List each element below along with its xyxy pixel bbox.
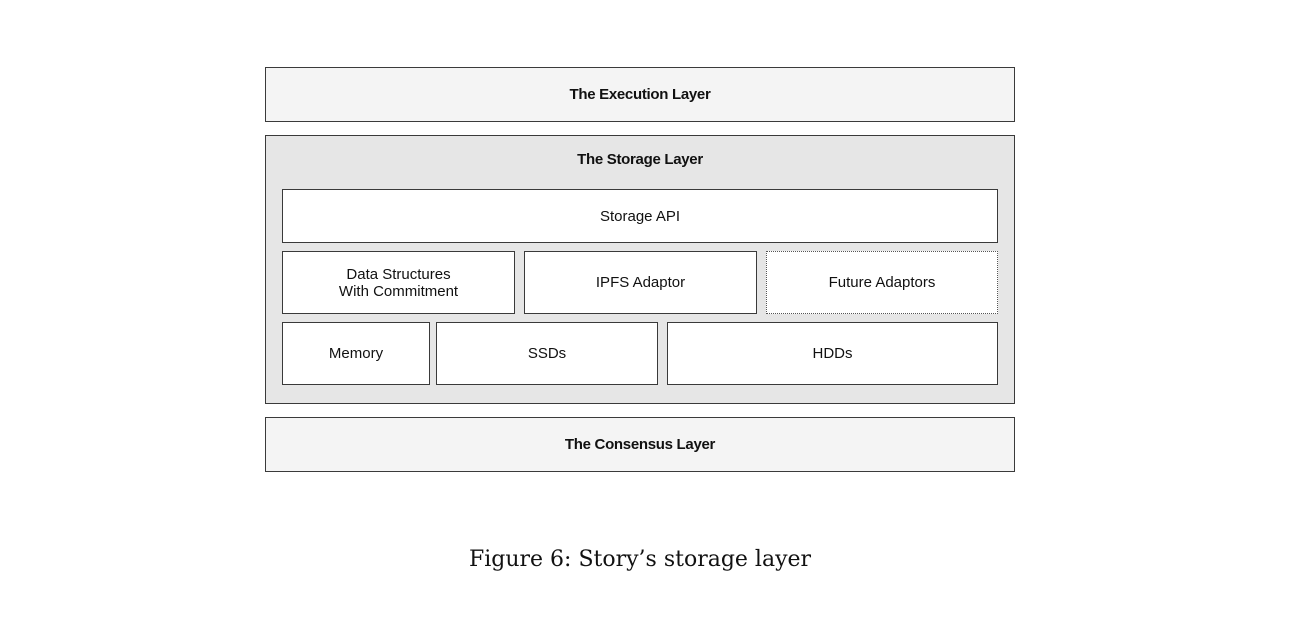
data-structures-label-line2: With Commitment bbox=[338, 282, 459, 300]
hdds-box: HDDs bbox=[667, 322, 998, 385]
future-adaptors-box: Future Adaptors bbox=[766, 251, 998, 314]
future-adaptors-label: Future Adaptors bbox=[828, 274, 936, 291]
consensus-layer-box: The Consensus Layer bbox=[265, 417, 1015, 472]
storage-api-label: Storage API bbox=[599, 207, 681, 225]
execution-layer-label: The Execution Layer bbox=[569, 86, 711, 103]
figure-caption: Figure 6: Story’s storage layer bbox=[468, 547, 812, 572]
hdds-label: HDDs bbox=[812, 345, 853, 362]
storage-api-box: Storage API bbox=[282, 189, 998, 243]
storage-layer-title: The Storage Layer bbox=[577, 151, 703, 168]
memory-label: Memory bbox=[328, 345, 384, 362]
execution-layer-box: The Execution Layer bbox=[265, 67, 1015, 122]
ssds-box: SSDs bbox=[436, 322, 658, 385]
consensus-layer-label: The Consensus Layer bbox=[564, 436, 716, 453]
data-structures-box: Data Structures With Commitment bbox=[282, 251, 515, 314]
ssds-label: SSDs bbox=[527, 345, 567, 362]
ipfs-adaptor-label: IPFS Adaptor bbox=[595, 274, 686, 291]
ipfs-adaptor-box: IPFS Adaptor bbox=[524, 251, 757, 314]
data-structures-label-line1: Data Structures bbox=[346, 265, 451, 283]
memory-box: Memory bbox=[282, 322, 430, 385]
